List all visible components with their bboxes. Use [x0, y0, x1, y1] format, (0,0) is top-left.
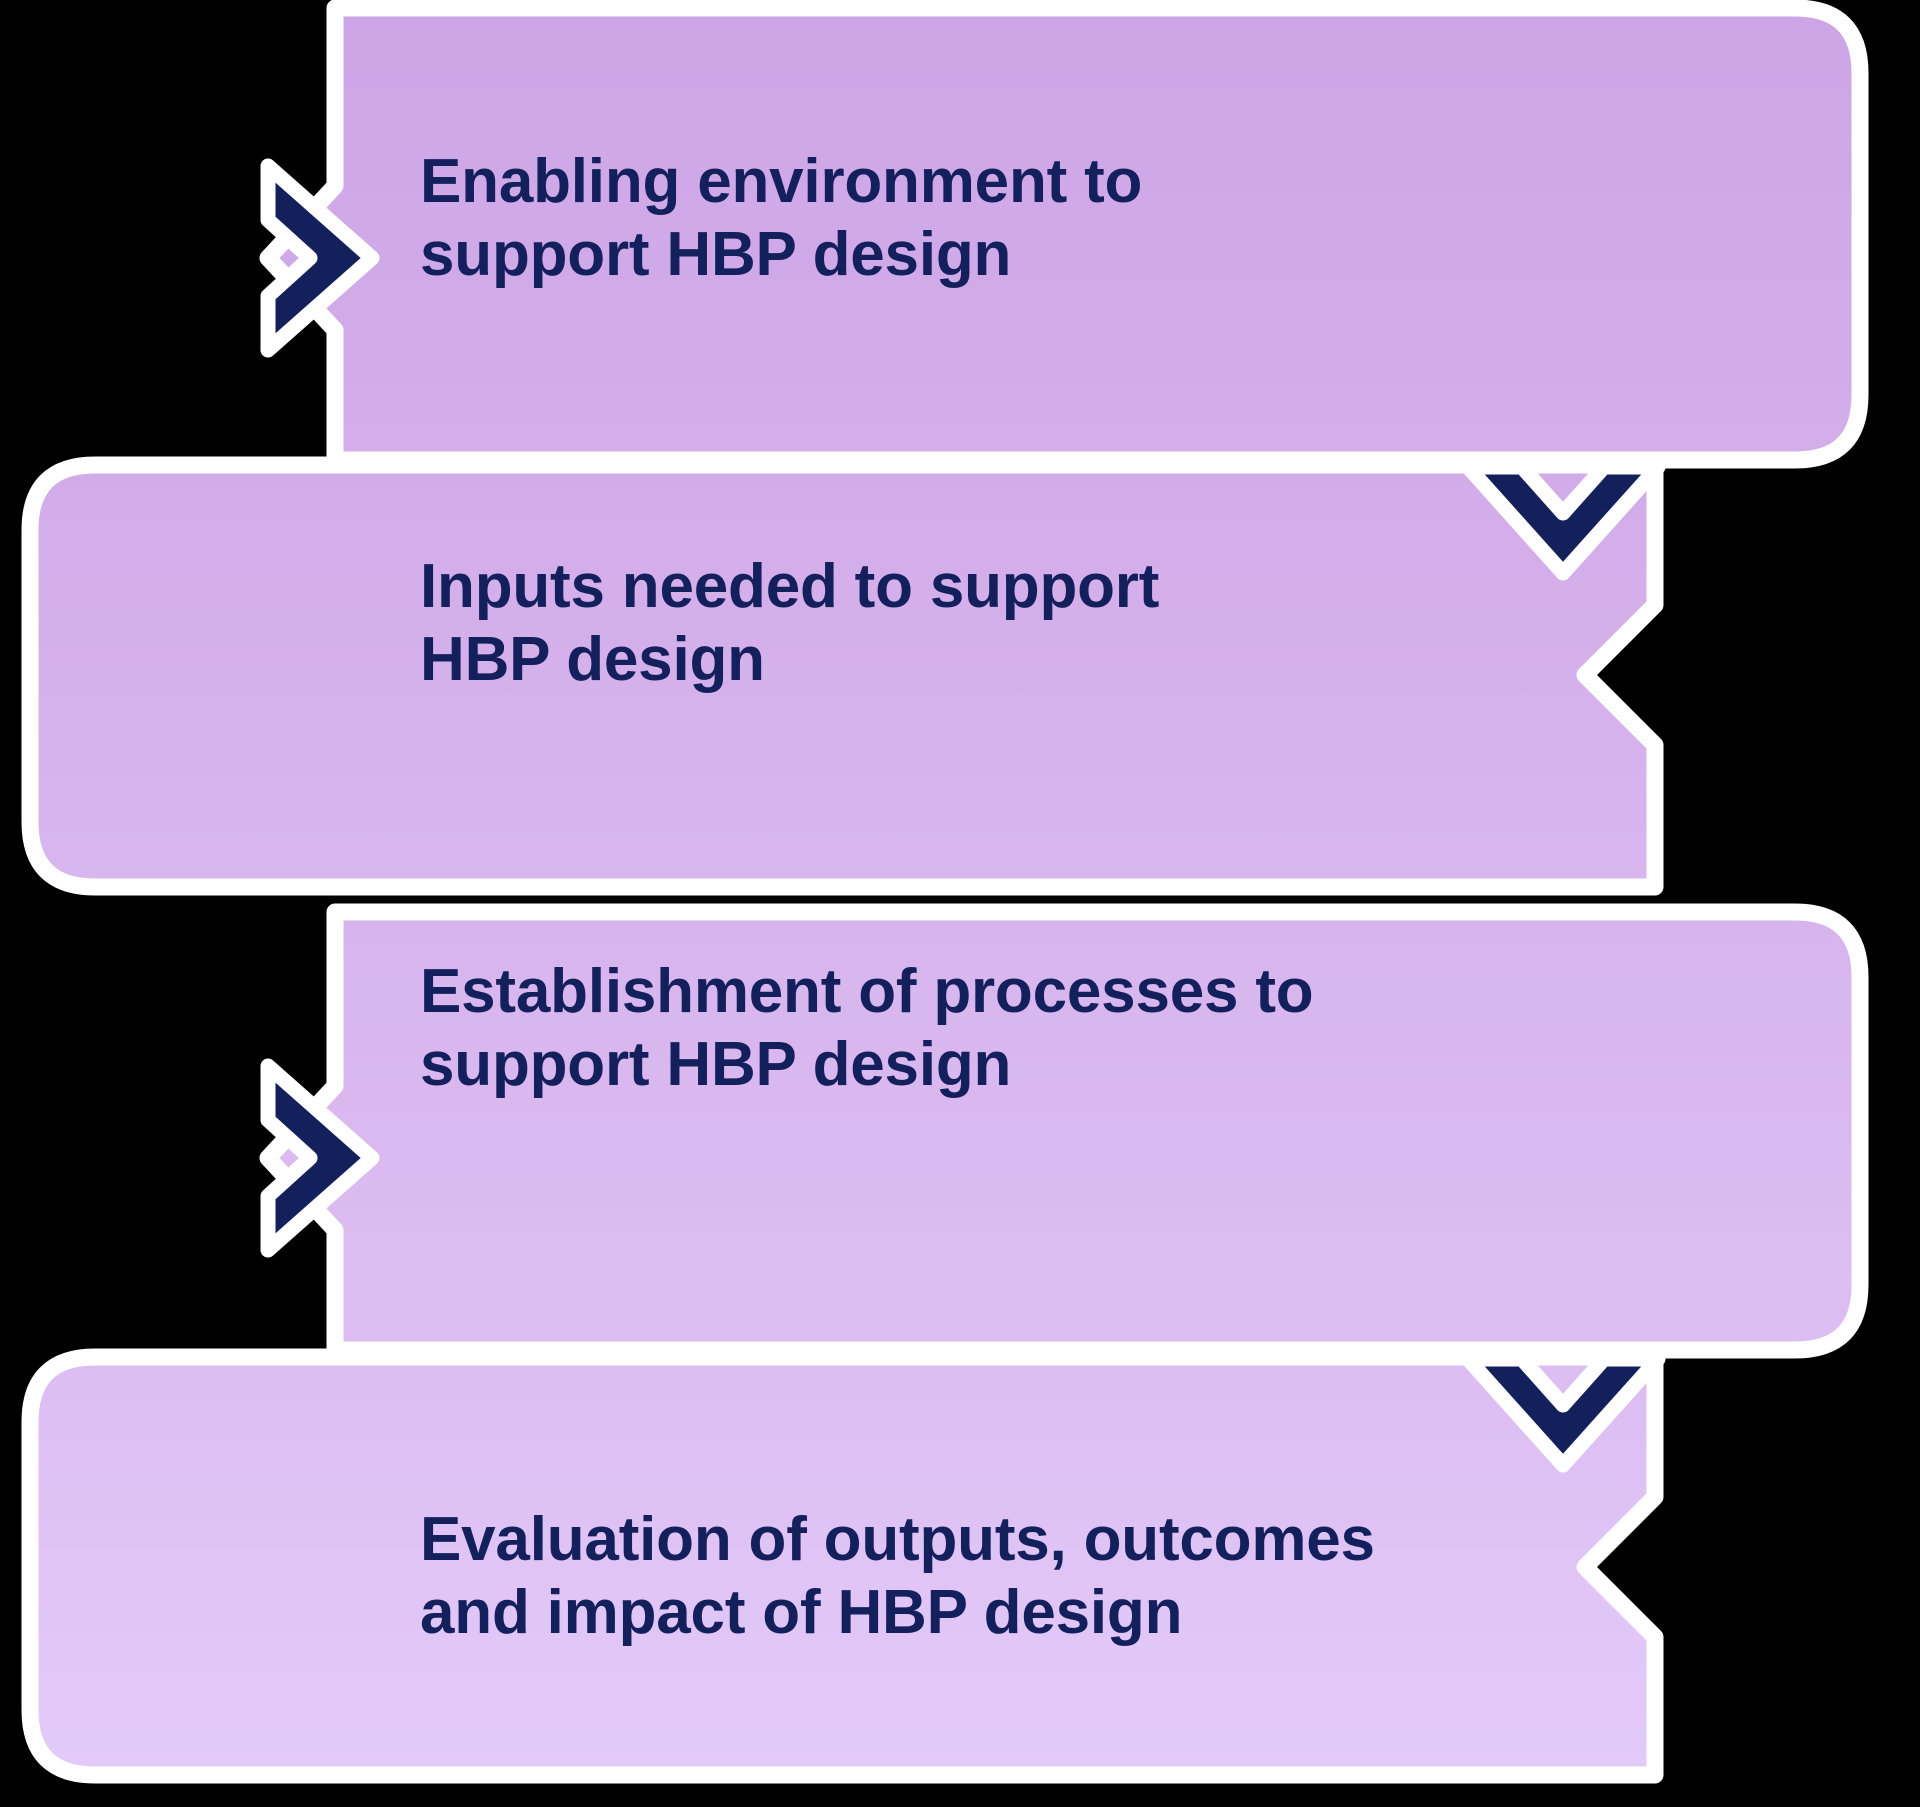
chevron-right-icon-3 — [260, 1058, 380, 1258]
flow-step-4[interactable]: Evaluation of outputs, outcomes and impa… — [0, 1345, 1920, 1807]
step-2-body — [21, 456, 1664, 896]
flow-step-1[interactable]: Enabling environment to support HBP desi… — [0, 0, 1920, 520]
flow-step-2[interactable]: Inputs needed to support HBP design — [0, 455, 1920, 955]
chevron-right-icon-1 — [260, 158, 380, 358]
step-4-body — [21, 1348, 1664, 1784]
chevron-down-icon-2 — [1460, 459, 1666, 581]
flow-step-3[interactable]: Establishment of processes to support HB… — [0, 900, 1920, 1400]
step-1-body — [259, 0, 1869, 469]
step-3-body — [259, 903, 1869, 1359]
chevron-down-icon-4 — [1460, 1351, 1666, 1473]
